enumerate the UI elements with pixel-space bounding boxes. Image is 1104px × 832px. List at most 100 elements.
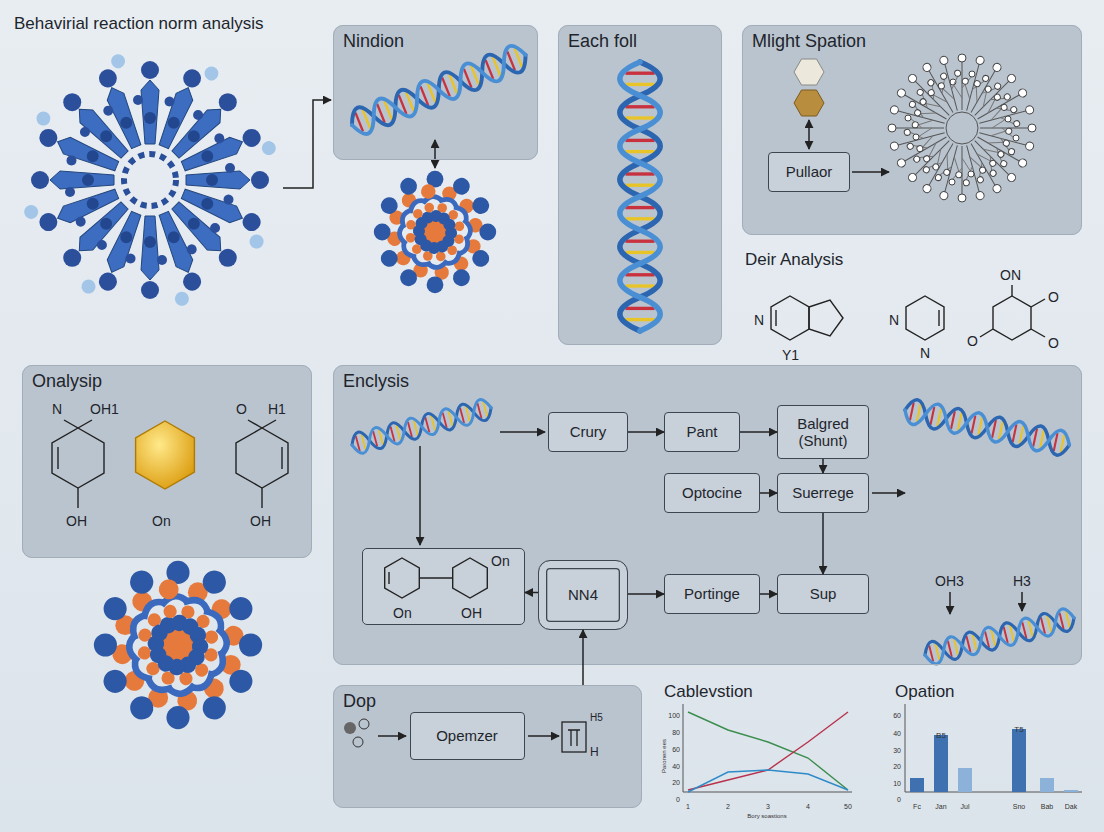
tick-label: 0 — [676, 796, 680, 804]
label-anchor: OH — [250, 512, 271, 530]
rounded-box: NN4 — [538, 560, 628, 630]
axis-title: Bory soastions — [747, 813, 786, 820]
panel-title: Dop — [343, 691, 632, 712]
box-label: Optocine — [682, 484, 742, 501]
label-anchor: OH — [66, 512, 87, 530]
process-box: Balgred (Shunt) — [777, 405, 869, 459]
process-box: Suerrege — [777, 473, 869, 513]
atom-label: On — [491, 553, 510, 569]
tick-label: 10 — [893, 780, 901, 788]
tick-label: 60 — [893, 712, 901, 720]
spiked-molecule — [22, 52, 278, 308]
label-anchor: Dak — [1065, 795, 1077, 813]
label-anchor: 2 — [726, 795, 730, 813]
label-anchor: 3 — [766, 795, 770, 813]
flow-arrow — [582, 630, 584, 685]
tick-label: 40 — [893, 730, 901, 738]
tick-label: 20 — [893, 763, 901, 771]
hexagon-icons — [794, 59, 824, 116]
section-panel: EnclysisCruryPantBalgred (Shunt)Optocine… — [333, 365, 1082, 665]
protein-ball — [90, 557, 265, 732]
atom-label: O — [967, 333, 978, 349]
tick-label: 50 — [844, 803, 852, 811]
atom-label: N — [889, 312, 899, 328]
label-anchor: ON — [1000, 266, 1021, 284]
chart-title: Cablevstion — [664, 682, 753, 702]
panel-title: Nindion — [343, 31, 528, 52]
label-anchor: 60 — [672, 738, 680, 756]
label-anchor: Bab — [1041, 795, 1053, 813]
atom-label: N — [52, 401, 62, 417]
process-box: Sup — [777, 574, 869, 614]
tick-label: 1 — [686, 803, 690, 811]
label-anchor: Jul — [961, 795, 970, 813]
atom-anchor: On — [491, 552, 510, 570]
label-anchor: 60 — [893, 704, 901, 722]
flow-arrow — [760, 593, 777, 595]
line-chart — [683, 704, 852, 792]
process-box: Pant — [664, 412, 740, 452]
tick-label: 40 — [672, 763, 680, 771]
atom-label: N — [920, 345, 930, 361]
wireframe-molecule — [887, 53, 1037, 203]
layout-arrows — [283, 100, 1022, 736]
tick-label: Dak — [1065, 803, 1077, 811]
tick-label: Jan — [935, 803, 946, 811]
atom-label: OH1 — [90, 401, 119, 417]
bar-chart — [905, 704, 1082, 792]
label-anchor: N — [754, 311, 764, 329]
chart-title: Opation — [895, 682, 955, 702]
box-label: Portinge — [684, 585, 740, 602]
label-anchor: N — [920, 344, 930, 362]
process-box: Opemzer — [410, 712, 525, 760]
label-anchor: OH1 — [90, 400, 119, 418]
label-anchor: 20 — [893, 755, 901, 773]
label-anchor: Y1 — [782, 346, 799, 364]
label-anchor: Paronen ees — [652, 739, 670, 773]
label-anchor: Sno — [1013, 795, 1025, 813]
label-anchor: N — [52, 400, 62, 418]
atom-label: OH — [250, 513, 271, 529]
tick-label: 0 — [897, 796, 901, 804]
label-anchor: Cablevstion — [664, 682, 753, 702]
section-heading: Deir Analysis — [745, 250, 843, 270]
tick-label: 2 — [726, 803, 730, 811]
atom-label: OH3 — [935, 573, 964, 589]
panel-fills — [22, 25, 1082, 808]
label-anchor: T5 — [1014, 718, 1023, 736]
label-anchor: N — [889, 311, 899, 329]
process-box: Optocine — [664, 473, 760, 513]
symbol-label: H — [590, 746, 599, 760]
bar-value: B5 — [936, 731, 946, 740]
tick-label: Fc — [913, 803, 921, 811]
label-anchor: 80 — [672, 721, 680, 739]
label-anchor: Jan — [935, 795, 946, 813]
label-anchor: On — [152, 512, 171, 530]
tick-label: 3 — [766, 803, 770, 811]
atom-label: Y1 — [782, 347, 799, 363]
label-anchor: 40 — [672, 755, 680, 773]
label-anchor: 1 — [686, 795, 690, 813]
panel-title: Onalysip — [32, 371, 302, 392]
label-anchor: OH3 — [935, 572, 964, 590]
section-panel: Onalysip — [22, 365, 312, 558]
atom-label: OH — [66, 513, 87, 529]
box-label: Pant — [687, 423, 718, 440]
symbol-label: H5 — [590, 712, 603, 724]
atom-label: N — [754, 312, 764, 328]
flow-arrow — [822, 459, 824, 473]
label-anchor: 10 — [893, 772, 901, 790]
atom-label: O — [1048, 335, 1059, 351]
tick-label: Sno — [1013, 803, 1025, 811]
label-anchor: 100 — [668, 704, 680, 722]
label-anchor: 20 — [672, 771, 680, 789]
tick-label: 4 — [806, 803, 810, 811]
box-label: Balgred (Shunt) — [784, 415, 862, 450]
tick-label: Bab — [1041, 803, 1053, 811]
atom-label: OH — [461, 605, 482, 621]
box-label: NN4 — [568, 586, 598, 603]
tick-label: 60 — [672, 746, 680, 754]
process-box: Portinge — [664, 574, 760, 614]
flow-arrow — [740, 431, 777, 433]
